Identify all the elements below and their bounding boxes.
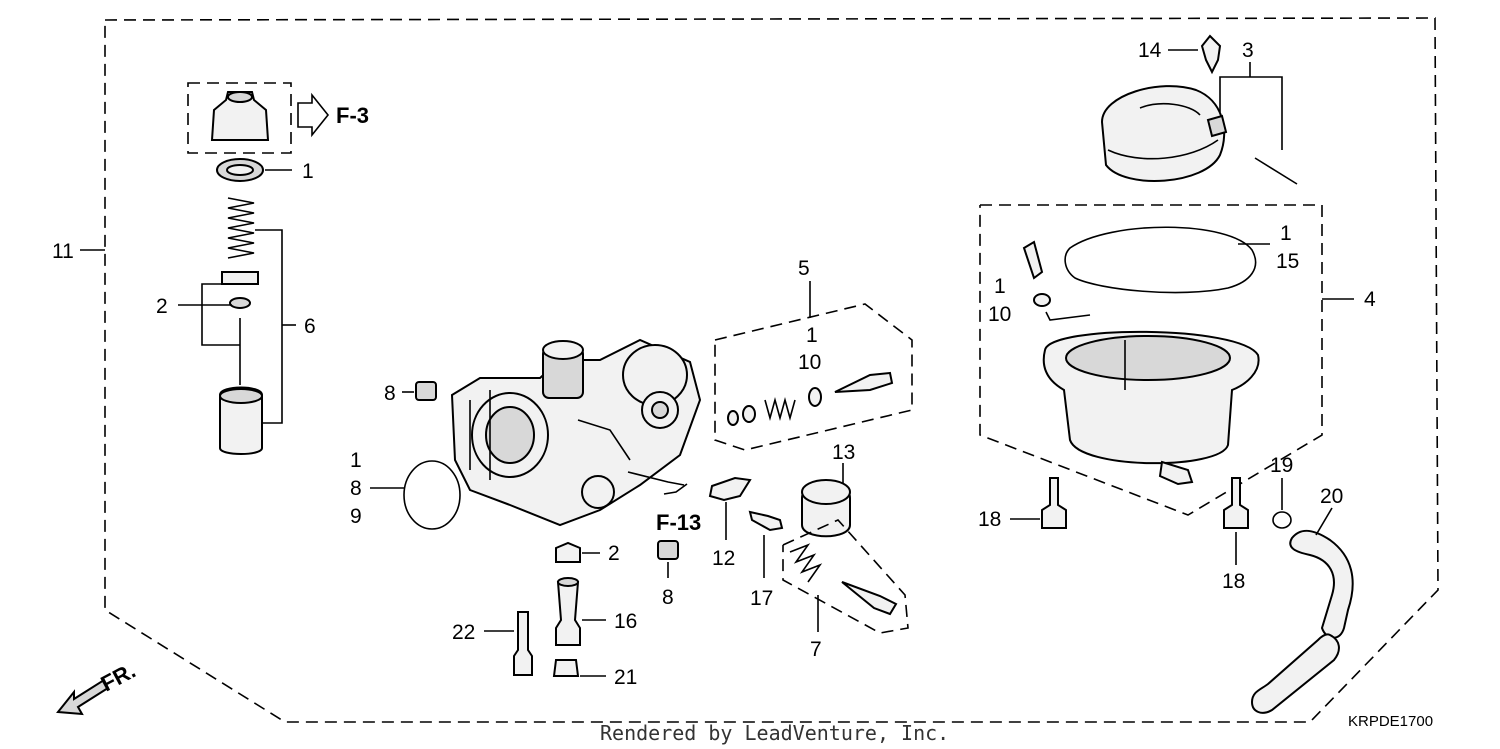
bowl-screw-left (1041, 477, 1067, 529)
ref-f3: F-3 (336, 103, 369, 128)
fitting-14 (1200, 34, 1222, 75)
callout-21: 21 (614, 666, 637, 689)
needle-jet-holder (555, 581, 581, 646)
callout-2-jet: 2 (608, 542, 620, 565)
callout-20: 20 (1320, 485, 1343, 508)
callout-17: 17 (750, 587, 773, 610)
assembly-boundary (104, 17, 1439, 723)
callout-12: 12 (712, 547, 735, 570)
drain-hose (1289, 529, 1354, 639)
kit-screw (834, 371, 894, 393)
f3-arrow-icon (297, 92, 330, 138)
callout-5: 5 (798, 257, 810, 280)
bowl-screw-right (1223, 477, 1249, 529)
hose-clip (1272, 511, 1292, 529)
bowl-gasket (1064, 226, 1257, 294)
slide-spring (227, 197, 255, 259)
kit-washer-b (742, 405, 756, 423)
callout-9: 9 (350, 505, 362, 528)
callout-1-top: 1 (302, 160, 314, 183)
kit-o-ring (808, 387, 822, 407)
cover-clamp (1206, 114, 1228, 138)
callout-4: 4 (1364, 288, 1376, 311)
cover-pin (1254, 157, 1298, 185)
carburetor-body (450, 338, 702, 527)
drain-screw (1022, 240, 1044, 280)
ref-f13: F-13 (656, 510, 701, 535)
callout-1-drain: 1 (994, 275, 1006, 298)
callout-2-left: 2 (156, 295, 168, 318)
main-jet (555, 541, 581, 563)
callout-15: 15 (1276, 250, 1299, 273)
render-credit: Rendered by LeadVenture, Inc. (600, 721, 949, 745)
bowl-drain-nipple (1158, 460, 1194, 486)
kit-washer-a (727, 410, 739, 426)
needle-washer (229, 297, 251, 309)
callout-18-left: 18 (978, 508, 1001, 531)
carb-top-cap (210, 91, 270, 141)
diagram-code: KRPDE1700 (1348, 713, 1433, 730)
starter-jet (513, 611, 533, 676)
throttle-stop-screw (748, 510, 784, 532)
body-plug-upper (415, 381, 437, 401)
callout-1-bowl: 1 (1280, 222, 1292, 245)
callout-16: 16 (614, 610, 637, 633)
slide-cap-group: F-3 (187, 82, 369, 154)
kit7-screw (841, 581, 898, 616)
callout-8-lower: 8 (662, 586, 674, 609)
callout-7: 7 (810, 638, 822, 661)
body-plug-lower (657, 540, 679, 560)
callout-18-right: 18 (1222, 570, 1245, 593)
callout-3: 3 (1242, 39, 1254, 62)
cap-dashed-box (187, 82, 292, 154)
carb-top-cover (1100, 85, 1226, 182)
callout-8-gasket: 8 (350, 477, 362, 500)
throttle-slide (219, 386, 263, 455)
kit7-spring (789, 543, 823, 583)
callout-19: 19 (1270, 454, 1293, 477)
callout-6: 6 (304, 315, 316, 338)
drain-o-ring (1033, 293, 1051, 307)
callout-10-drain: 10 (988, 303, 1011, 326)
callout-10-kit: 10 (798, 351, 821, 374)
callout-11: 11 (52, 240, 74, 263)
callout-14: 14 (1138, 39, 1162, 62)
callout-8-upper: 8 (384, 382, 396, 405)
callout-1-kit: 1 (806, 324, 818, 347)
callout-22: 22 (452, 621, 475, 644)
needle-clip (221, 271, 259, 285)
kit-spring (764, 397, 796, 421)
callout-13: 13 (832, 441, 855, 464)
callout-1-gasket: 1 (350, 449, 362, 472)
pilot-jet (552, 659, 580, 677)
front-direction-arrow: FR. (56, 658, 140, 716)
throttle-lever (708, 476, 752, 502)
intake-o-ring (403, 460, 461, 530)
